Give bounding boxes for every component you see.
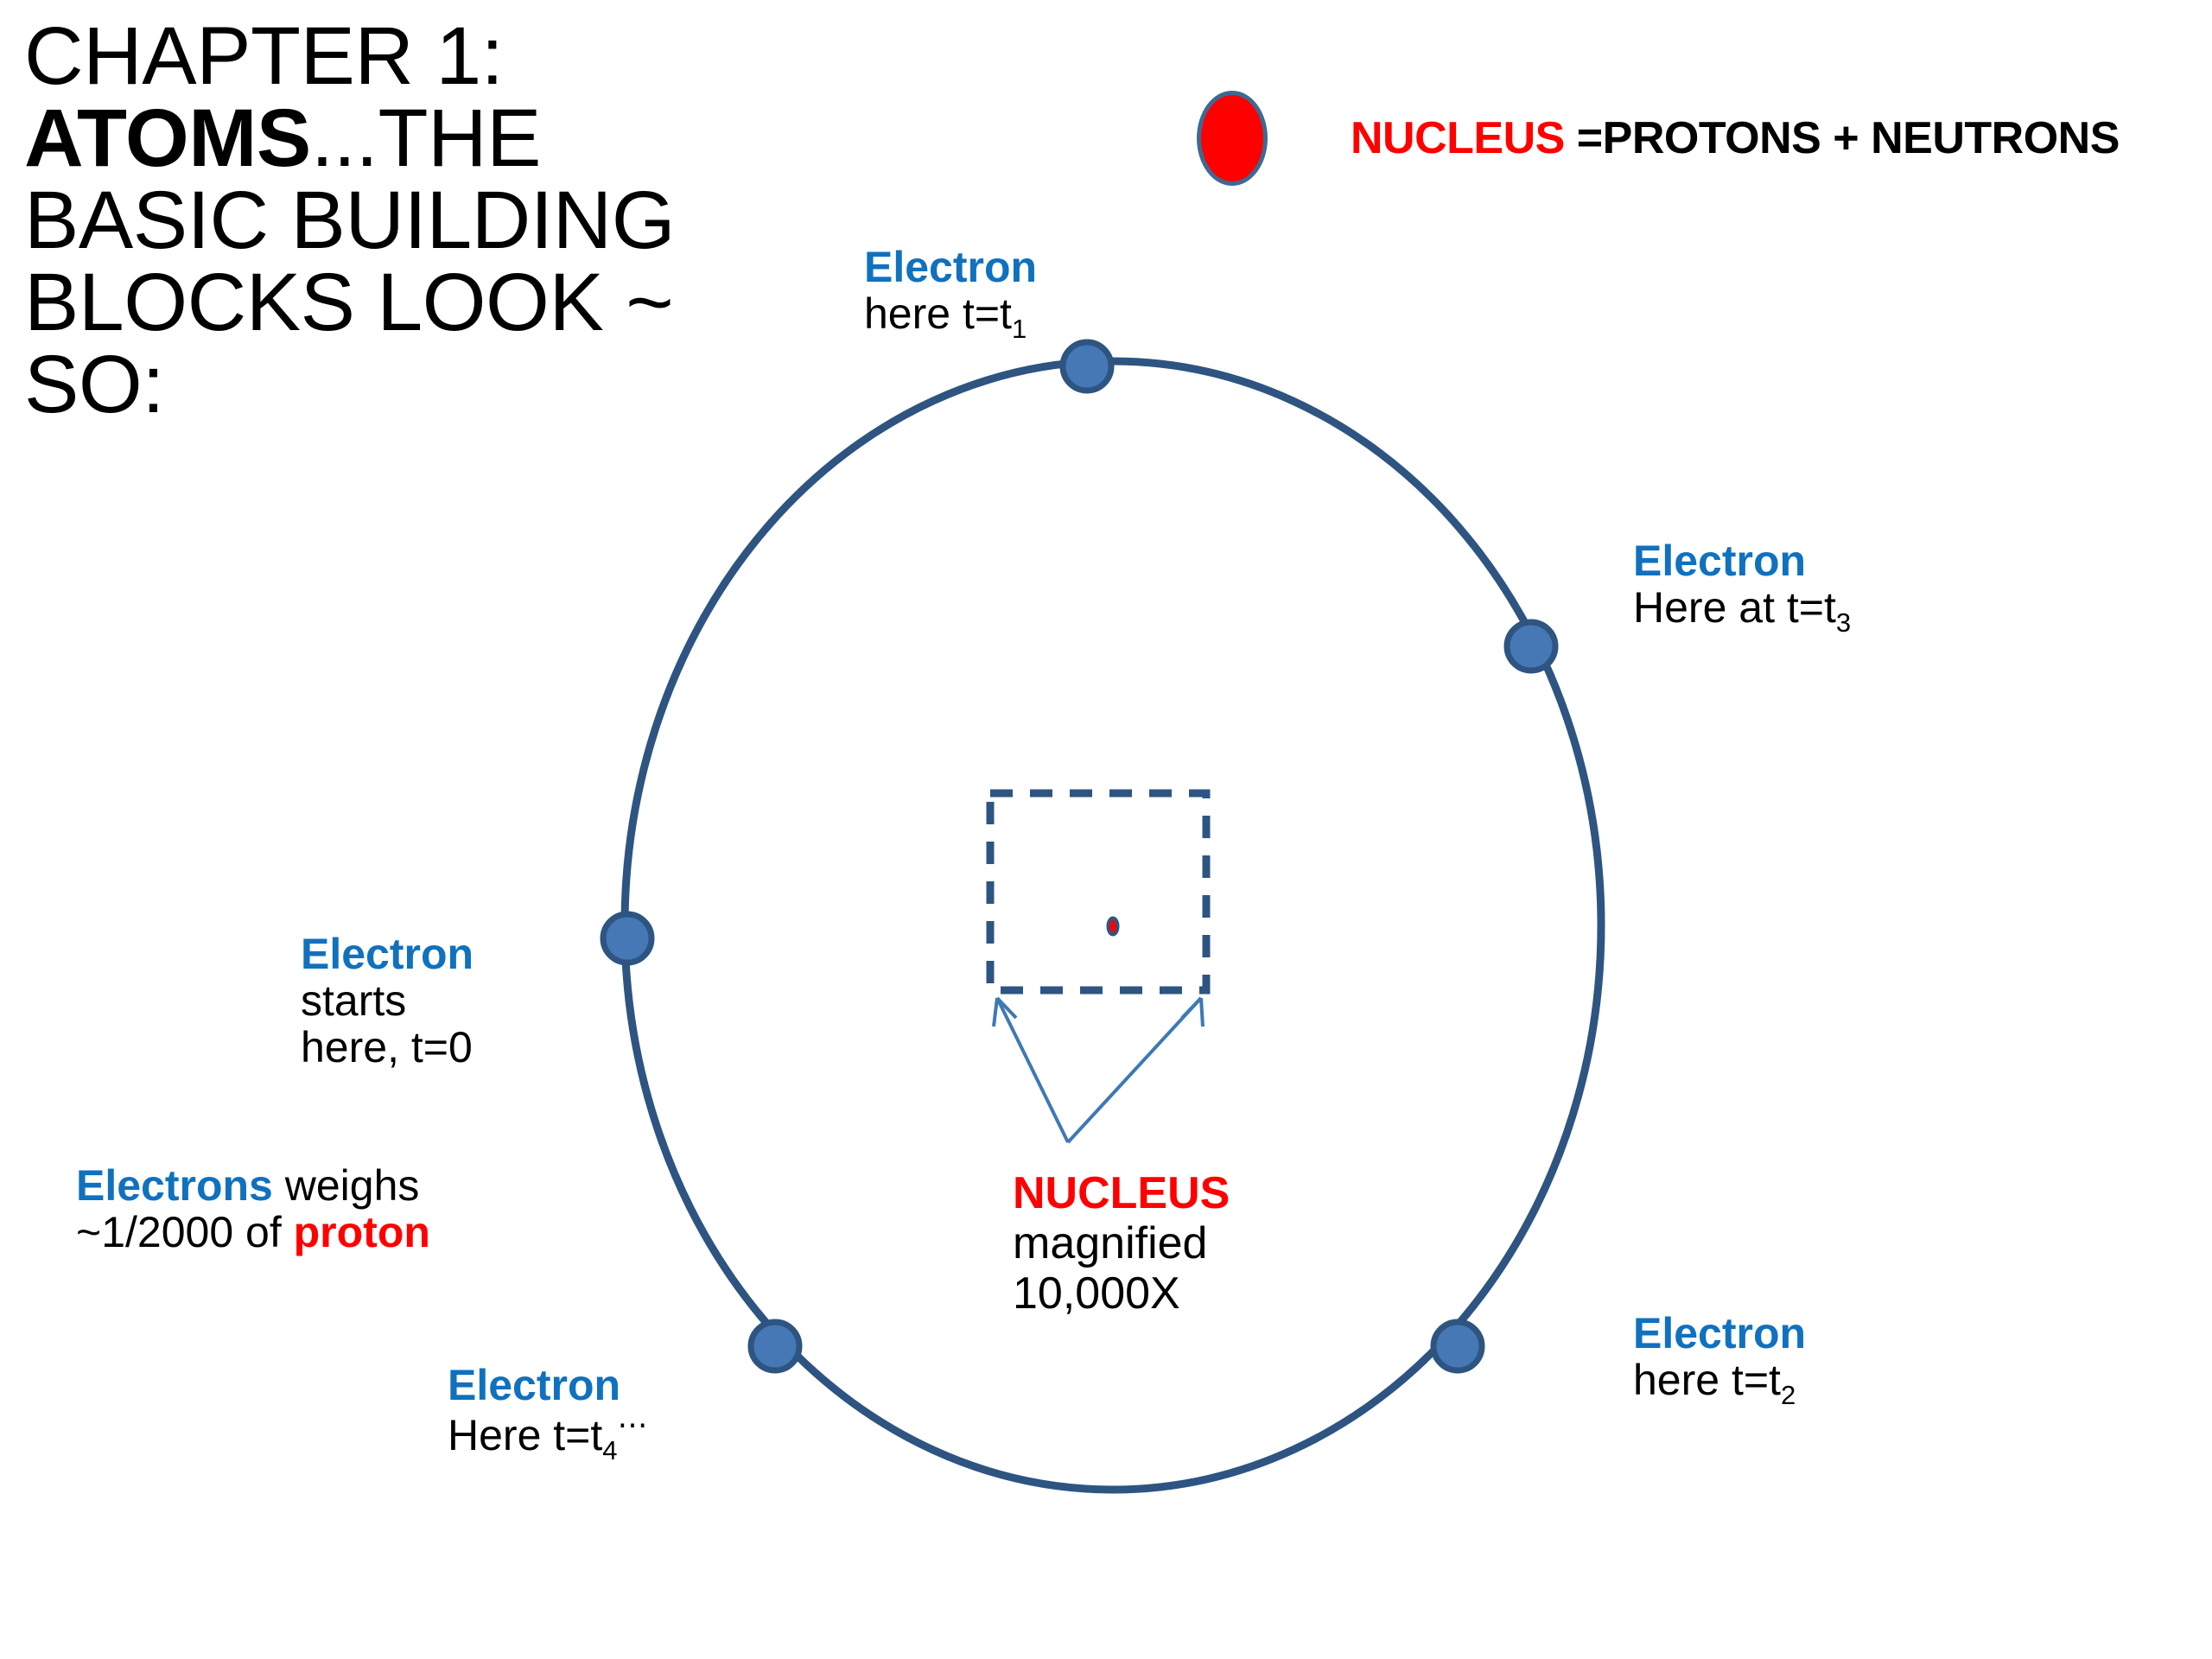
nucleus-dot-actual-scale xyxy=(1106,916,1120,937)
electron-label-t1-text: here t=t xyxy=(864,289,1012,338)
electron-label-t4-text: Here t=t xyxy=(448,1410,603,1459)
electron-mass-proton-word: proton xyxy=(293,1208,430,1256)
electron-label-t1-head: Electron xyxy=(864,243,1038,291)
electron-label-t4-ellipsis: ⋯ xyxy=(617,1408,650,1441)
electron-label-t3-text: Here at t=t xyxy=(1633,583,1836,632)
electron-t4[interactable] xyxy=(747,1319,803,1374)
nucleus-caption-head: NUCLEUS xyxy=(1013,1168,1230,1218)
legend-equation-text: =PROTONS + NEUTRONS xyxy=(1576,113,2120,163)
electron-mass-line1: Electrons weighs xyxy=(76,1162,430,1209)
title-line-2: ATOMS...THE xyxy=(24,98,802,180)
electron-mass-line2: ~1/2000 of proton xyxy=(76,1209,430,1255)
electron-label-t3: Electron Here at t=t3 xyxy=(1633,537,1851,636)
electron-label-t3-subscript: 3 xyxy=(1835,607,1852,638)
electron-label-t2: Electron here t=t2 xyxy=(1633,1309,1807,1408)
title-line-1: CHAPTER 1: xyxy=(24,10,504,102)
electron-label-t3-body: Here at t=t3 xyxy=(1633,583,1851,636)
nucleus-legend-text: NUCLEUS =PROTONS + NEUTRONS xyxy=(1351,112,2120,164)
nucleus-caption-line3: 10,000X xyxy=(1013,1268,1180,1319)
electron-label-start: Electron starts here, t=0 xyxy=(301,931,474,1071)
electron-label-t4-subscript: 4 xyxy=(602,1434,618,1465)
callout-arrows xyxy=(992,996,1205,1144)
electron-t2[interactable] xyxy=(1430,1319,1485,1374)
nucleus-legend: NUCLEUS =PROTONS + NEUTRONS xyxy=(1197,91,2120,186)
electron-label-t2-text: here t=t xyxy=(1633,1356,1781,1404)
title-the-word: ...THE xyxy=(310,92,542,184)
electron-label-t2-head: Electron xyxy=(1633,1309,1807,1357)
electron-mass-note: Electrons weighs ~1/2000 of proton xyxy=(76,1162,430,1255)
slide-title: CHAPTER 1: ATOMS...THE BASIC BUILDING BL… xyxy=(24,16,802,426)
electron-label-t4-body: Here t=t4⋯ xyxy=(448,1408,650,1464)
magnification-dashed-box xyxy=(986,789,1211,995)
electron-label-t4: Electron Here t=t4⋯ xyxy=(448,1361,650,1464)
electron-t0[interactable] xyxy=(600,911,655,966)
nucleus-red-circle-icon xyxy=(1197,91,1268,186)
legend-nucleus-word: NUCLEUS xyxy=(1351,113,1577,163)
electron-label-t1-subscript: 1 xyxy=(1011,314,1027,344)
electron-label-t1: Electron here t=t1 xyxy=(864,243,1038,342)
title-atoms-word: ATOMS xyxy=(24,92,311,184)
electron-label-start-line2: starts xyxy=(301,976,407,1025)
electron-label-t1-body: here t=t1 xyxy=(864,289,1027,342)
title-line-4: BLOCKS LOOK ~ xyxy=(24,257,674,348)
electron-group xyxy=(600,339,1559,1374)
electron-mass-blue-word: Electrons xyxy=(76,1161,273,1210)
nucleus-caption-line2: magnified xyxy=(1013,1218,1208,1269)
title-line-5: SO: xyxy=(24,339,165,430)
nucleus-magnified-caption: NUCLEUS magnified 10,000X xyxy=(1013,1168,1230,1319)
electron-mass-weighs-word: weighs xyxy=(272,1161,420,1210)
electron-label-t4-head: Electron xyxy=(448,1361,621,1409)
electron-label-start-head: Electron xyxy=(301,930,474,978)
electron-t1[interactable] xyxy=(1059,339,1115,394)
electron-t3[interactable] xyxy=(1503,619,1559,674)
electron-label-t2-subscript: 2 xyxy=(1780,1380,1796,1410)
electron-label-t2-body: here t=t2 xyxy=(1633,1356,1796,1408)
title-line-3: BASIC BUILDING xyxy=(24,175,676,266)
electron-label-t3-head: Electron xyxy=(1633,537,1807,585)
electron-mass-ratio: ~1/2000 of xyxy=(76,1208,294,1256)
electron-label-start-line3: here, t=0 xyxy=(301,1023,473,1071)
